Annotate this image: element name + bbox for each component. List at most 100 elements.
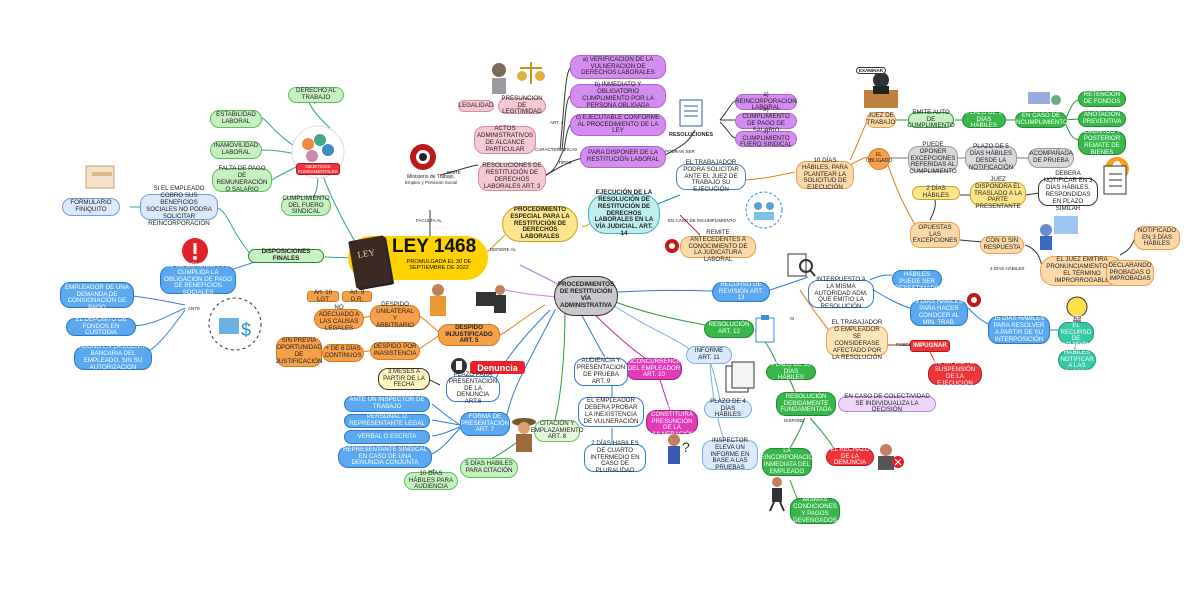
warning-icon — [180, 236, 210, 266]
node-abono: ABONO EN LA CUENTA BANCARIA DEL EMPLEADO… — [74, 343, 152, 371]
node-emite-auto: EMITE AUTO DE CUMPLIMIENTO — [907, 108, 955, 130]
hand-money-icon — [1014, 88, 1064, 112]
node-ejecucion: EJECUCIÓN DE LA RESOLUCIÓN DE RESTITUCIÓ… — [588, 189, 660, 237]
node-procedimiento-especial: PROCEDIMIENTO ESPECIAL PARA LA RESTITUCI… — [502, 206, 578, 242]
node-plazo-5: PLAZO DE 5 DÍAS HÁBILES DESDE LA NOTIFIC… — [965, 143, 1017, 171]
node-el-rechazo: EL RECHAZO DE LA DENUNCIA — [826, 446, 874, 466]
checklist-icon — [1100, 164, 1130, 196]
node-trabajador-podra: EL TRABAJADOR PODRA SOLICITAR ANTE EL JU… — [676, 159, 746, 193]
svg-text:$: $ — [241, 320, 251, 340]
node-art16: Art. 16 LGT — [307, 289, 339, 302]
node-para-disponer: PARA DISPONER DE LA RESTITUCIÓN LABORAL — [580, 146, 666, 168]
node-opuestas: OPUESTAS LAS EXCEPCIONES — [910, 222, 960, 248]
edge-label-caracteristicas: CARACTERISTICAS — [535, 147, 578, 152]
node-empleador-debera: EL EMPLEADOR DEBERA PROBAR LA INEXISTENC… — [578, 397, 644, 427]
node-a-reincorporacion: a) REINCORPORACION LABORAL — [735, 90, 797, 112]
node-impugnar[interactable]: IMPUGNAR — [910, 340, 950, 352]
node-deposito: EL DEPOSITO DE FONDOS EN CUSTODIA — [66, 316, 136, 336]
node-despido-inasistencia: DESPIDO POR INASISTENCIA — [370, 342, 420, 360]
node-resuelto: RESUELTO EL RECURSO DE REVISIÓN — [1058, 315, 1094, 349]
documents-icon — [672, 98, 712, 130]
stop-hand-icon — [450, 357, 468, 375]
node-interpuesto: INTERPUESTO A LA MISMA AUTORIDAD ADM. QU… — [808, 276, 874, 310]
node-en-caso-colectividad: EN CASO DE COLECTIVIDAD SE INDIVIDUALIZA… — [838, 393, 936, 413]
node-con-o-sin: CON O SIN RESPUESTA — [980, 236, 1024, 254]
analyst-icon — [1034, 212, 1094, 252]
node-formulario: FORMULARIO FINIQUITO — [62, 198, 120, 216]
node-dos-dias: 2 DÍAS HÁBILES — [912, 185, 960, 200]
node-tres-dias-notificar: 3 DÍAS HÁBILES NOTIFICAR A LAS PARTES — [1058, 342, 1096, 376]
node-trabajador-empleador: EL TRABAJADOR O EMPLEADOR SE CONSIDERASE… — [826, 319, 888, 361]
node-representante-sindical: REPRESENTANTE SINDICAL EN CASO DE UNA DE… — [338, 446, 432, 468]
node-estabilidad: ESTABILIDAD LABORAL — [210, 110, 262, 128]
node-despido-injustificado: DESPIDO INJUSTIFICADO ART. 5 — [438, 324, 500, 346]
scales-icon — [516, 58, 546, 88]
node-verbal: VERBAL O ESCRITA — [344, 430, 430, 444]
node-puede-oponer: PUEDE OPONER EXCEPCIONES REFERIDAS AL CU… — [908, 140, 958, 176]
ministerio-logo-small-icon — [966, 292, 982, 308]
edge-label-emite: EMITE — [447, 170, 461, 175]
node-presentacion-demanda: PRESENTACIÓN DEL EMPLEADOR DE UNA DEMAND… — [60, 277, 134, 311]
objectives-label: OBJETIVOS FUNDAMENTALES — [296, 163, 340, 175]
judge-icon — [858, 66, 904, 110]
node-no-adecuado: NO ADECUADO A LAS CAUSAS LEGALES — [314, 304, 364, 332]
node-informe: INFORME ART. 11 — [686, 346, 732, 364]
node-dos-dias-cuarto: 2 DÍAS HABILES DE CUARTO INTERMEDIO EN C… — [584, 440, 646, 474]
node-diez-dias-habiles: 10 DÍAS HÁBILES, PARA PLANTEAR LA SOLICI… — [796, 157, 854, 191]
node-c-cumplimiento-fuero: c) CUMPLIMIENTO FUERO SINDICAL — [735, 128, 797, 148]
edge-label-ante: ANTE — [188, 306, 201, 311]
node-presuncion-legitimidad: PRESUNCION DE LEGITIMIDAD — [498, 95, 546, 115]
bulb-check-icon — [1064, 294, 1090, 324]
ministerio-small-logo-icon — [664, 238, 680, 254]
node-en-caso-incumplimiento: EN CASO DE INCUMPLIMIENTO — [1014, 112, 1068, 128]
edge-label-dispone: DISPONE — [784, 418, 805, 423]
label-resoluciones: RESOLUCIONES — [668, 132, 713, 138]
node-mas-6-dias: + DE 6 DÍAS CONTINUOS — [322, 344, 364, 362]
node-la-reincorporacion: LA REINCORPORACION INMEDIATA DEL EMPLEAD… — [756, 447, 818, 476]
money-wallet-icon: $ — [205, 296, 265, 352]
edge-label-podran: PODRAN SER — [665, 149, 695, 154]
ministerio-logo-icon — [408, 142, 438, 172]
node-plazo-10: PLAZO DE 10 DÍAS HÁBILES — [766, 361, 816, 381]
node-art9: Art. 9 D.R. — [342, 289, 372, 302]
node-plazo-4: PLAZO DE 4 DÍAS HÁBILES — [704, 398, 752, 418]
edge-label-en-caso: EN CASO DE INCUMPLIMIENTO — [668, 218, 736, 223]
node-diez-dias-audiencia: 10 DÍAS HÁBILES PARA AUDIENCIA — [404, 470, 458, 490]
people-group-icon — [744, 190, 784, 230]
node-a-verificacion: a) VERIFICACION DE LA VULNERACION DE DER… — [570, 55, 666, 79]
node-disposiciones: DISPOSICIONES FINALES — [248, 248, 324, 263]
node-cinco-dias-citacion: 5 DÍAS HABILES PARA CITACIÓN — [460, 458, 518, 478]
node-plazo-presentacion: PLAZO PARA PRESENTACIÓN DE LA DENUNCIA A… — [446, 371, 500, 405]
walking-person-icon — [764, 476, 790, 512]
node-c-ejecutable: c) EJECUTABLE CONFORME AL PROCEDIMIENTO … — [570, 114, 666, 136]
ministerio-subname: Empleo y Previsión Social — [404, 180, 458, 185]
node-juez-dispondra: JUEZ DISPONDRA EL TRASLADO A LA PARTE PR… — [970, 176, 1026, 210]
node-b-cumplimiento-pago: b) CUMPLIMIENTO DE PAGO DE SALARIO — [735, 106, 797, 134]
edge-label-art4: ART. 4 — [550, 120, 564, 125]
node-personal: PERSONAL O REPRESENTANTE LEGAL — [344, 413, 430, 428]
node-b-inmediato: b) INMEDIATO Y OBLIGATORIO CUMPLIMIENTO … — [570, 81, 666, 109]
node-se-constituira: SE CONSTITUIRA PRESUNCIÓN DE LA VULNERAC… — [646, 404, 698, 438]
node-sin-previa: SIN PREVIA OPORTUNIDAD DE JUSTIFICACIÓN — [276, 337, 322, 367]
finiquito-document-icon — [82, 160, 122, 194]
node-falta-pago: FALTA DE PAGO DE REMUNERACIÓN O SALARIO — [212, 165, 272, 193]
node-tres-dias-hacer: 3 DÍAS HÁBILES PARA HACER CONOCER AL MIN… — [910, 298, 968, 326]
report-papers-icon — [720, 360, 760, 396]
ministerio-name: Ministerio de Trabajo, — [407, 174, 455, 180]
node-cinco-dias-puede: 5 DÍAS HÁBILES PUEDE SER DESESTIMADO — [892, 264, 942, 292]
node-el-obligado: EL OBLIGADO — [866, 148, 892, 170]
node-mismas-condiciones: MISMAS CONDICIONES Y PAGOS DEVENGADOS — [790, 496, 840, 524]
dismissal-scene-icon — [420, 280, 510, 326]
detective-icon — [508, 414, 542, 454]
node-derecho-trabajo: DERECHO AL TRABAJO — [288, 87, 344, 103]
edge-label-si: SI — [790, 316, 795, 321]
node-actos: ACTOS ADMINISTRATIVOS DE ALCANCE PARTICU… — [474, 125, 536, 154]
node-no-considerara: NO SE CONSIDERARA CUMPLIDA LA OBLIGACION… — [160, 262, 236, 296]
node-embargo: EMBARGO Y POSTERIOR REMATE DE BIENES — [1078, 128, 1126, 156]
node-forma-presentacion: FORMA DE PRESENTACIÓN ART. 7 — [460, 412, 510, 436]
node-si-empleado: SI EL EMPLEADO COBRO SUS BENEFICIOS SOCI… — [140, 185, 218, 227]
node-anotacion: ANOTACIÓN PREVENTIVA — [1078, 111, 1126, 127]
node-citacion: CITACIÓN Y EMPLAZAMIENTO ART. 8 — [530, 419, 584, 442]
